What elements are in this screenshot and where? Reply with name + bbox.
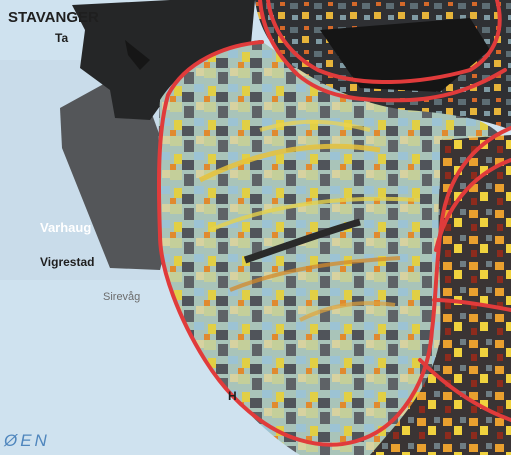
- label-varhaug: Varhaug: [40, 220, 91, 235]
- land-coastal-gray: [60, 75, 170, 270]
- land-detail: [125, 40, 150, 70]
- land-main-zone: [158, 40, 511, 455]
- label-sea: ØEN: [3, 431, 50, 450]
- label-sirevag: Sirevåg: [103, 291, 140, 303]
- land-east-hot: [370, 135, 511, 455]
- land-stavanger-dark: [72, 0, 255, 120]
- label-h: H: [228, 389, 237, 403]
- label-stavanger: STAVANGER: [8, 9, 99, 26]
- label-vigrestad: Vigrestad: [40, 255, 94, 269]
- ridge-streaks: [198, 119, 421, 322]
- zone-boundaries: [156, 0, 511, 447]
- label-ta: Ta: [55, 31, 68, 45]
